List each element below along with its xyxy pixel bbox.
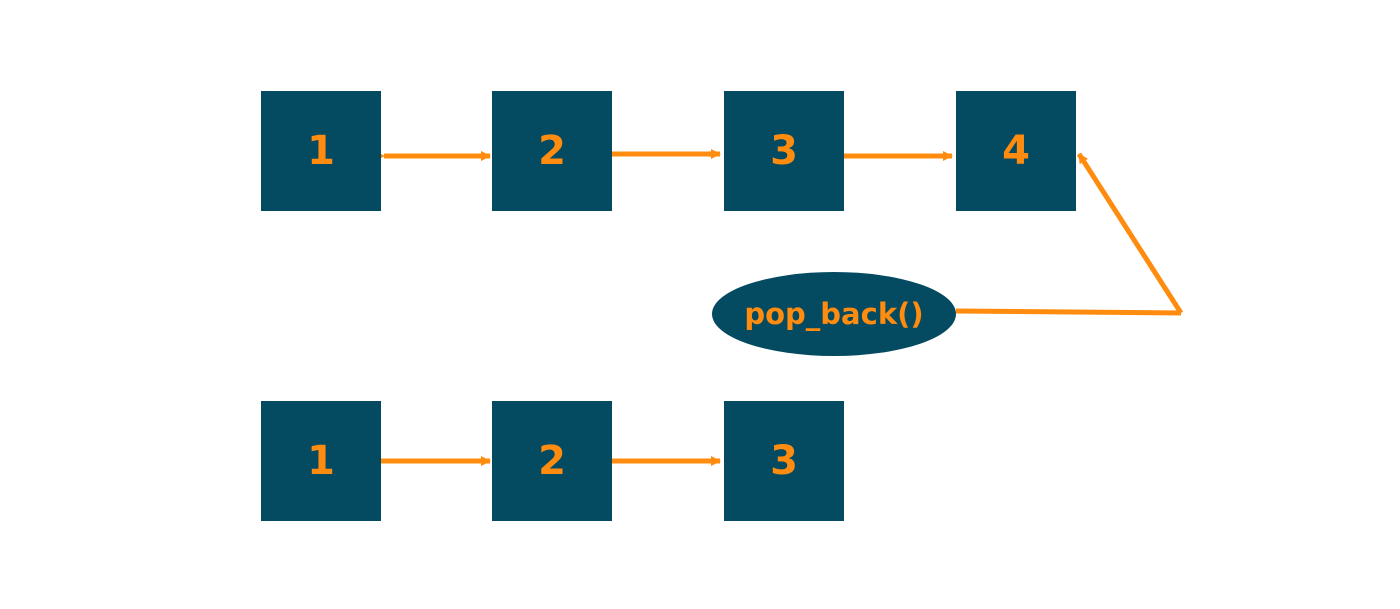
after-node-2: 2 [492, 401, 612, 521]
pop-back-arrow-to-node-4 [1076, 152, 1184, 315]
before-node-3: 3 [724, 91, 844, 211]
before-node-2: 2 [492, 91, 612, 211]
after-node-3: 3 [724, 401, 844, 521]
pop-back-connector [955, 308, 1182, 316]
pop-back-operation: pop_back() [712, 272, 956, 356]
after-node-1: 1 [261, 401, 381, 521]
before-node-4: 4 [956, 91, 1076, 211]
before-node-1: 1 [261, 91, 381, 211]
